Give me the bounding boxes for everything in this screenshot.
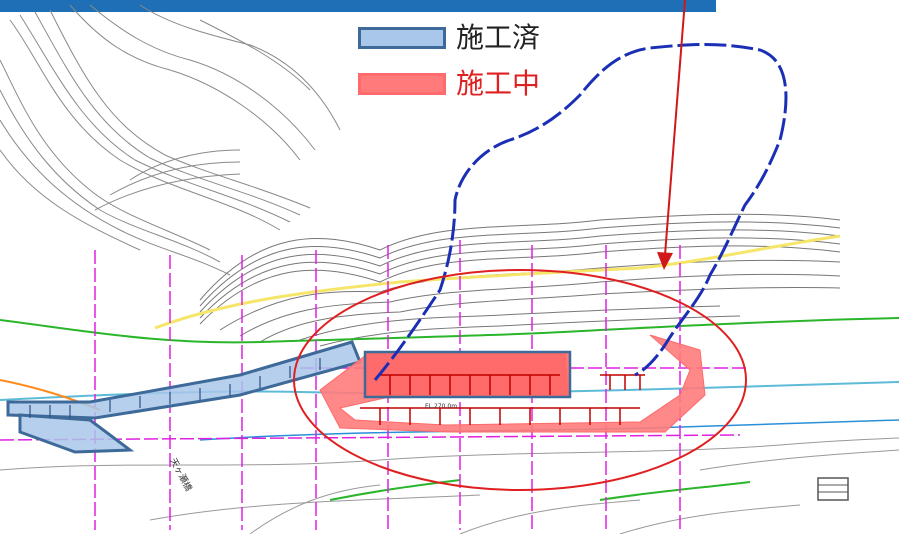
landslide-boundary xyxy=(373,43,788,381)
structure-icon xyxy=(817,477,849,501)
completed-section xyxy=(6,340,363,420)
bridge-label: 天ヶ瀬橋 xyxy=(167,456,195,493)
river-bank-north xyxy=(0,317,899,344)
title-bar xyxy=(0,0,716,12)
road-line xyxy=(154,234,841,330)
pointer-arrowhead xyxy=(657,252,673,270)
legend-label-completed: 施工済 xyxy=(456,21,541,54)
target-area-ellipse xyxy=(293,269,747,491)
completed-swatch xyxy=(358,27,446,49)
completed-section-2 xyxy=(18,413,135,454)
lower-terrain xyxy=(0,437,899,534)
contour-lines xyxy=(0,4,341,276)
legend-item-completed: 施工済 xyxy=(358,20,540,56)
pointer-arrow xyxy=(664,0,686,256)
legend: 施工済 施工中 xyxy=(358,20,540,102)
legend-item-in-progress: 施工中 xyxy=(358,66,540,102)
ridge-contours xyxy=(199,213,841,347)
legend-label-in-progress: 施工中 xyxy=(456,67,541,100)
in-progress-swatch xyxy=(358,73,446,95)
elevation-label: EL.270.0m xyxy=(425,403,457,410)
